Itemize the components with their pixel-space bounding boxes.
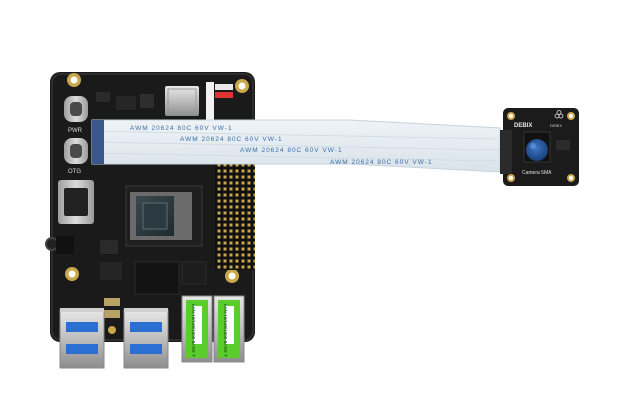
single-board-computer: PWR OTG (45, 72, 255, 369)
ribbon-print-1: AWM 20624 80C 60V VW-1 (130, 125, 233, 132)
soc-chip (125, 185, 203, 247)
ethernet-port-1: LAN-10/100/1000 BASE-T (181, 295, 213, 363)
camera-connector (500, 130, 512, 174)
ram-chip (134, 261, 180, 295)
ribbon-print-4: AWM 20624 80C 60V VW-1 (330, 159, 433, 166)
ethernet-label-2: LAN-10/100/1000 BASE-T (223, 304, 228, 357)
camera-brand-small: DEBIX (550, 123, 562, 128)
ribbon-connector-board (92, 120, 104, 164)
ribbon-print-2: AWM 20624 80C 60V VW-1 (180, 136, 283, 143)
hdmi-port (58, 180, 94, 224)
pwr-label: PWR (68, 128, 83, 134)
ethernet-port-2: LAN-10/100/1000 BASE-T (213, 295, 245, 363)
camera-brand: DEBIX (514, 123, 532, 129)
camera-module: DEBIX DEBIX Camera 5MA (500, 108, 579, 186)
wifi-module (165, 86, 199, 116)
debix-logo-icon (554, 110, 564, 119)
usb-a-port-right (123, 308, 169, 369)
otg-label: OTG (68, 169, 81, 175)
gpio-header (215, 160, 255, 270)
camera-lens (526, 139, 548, 161)
ribbon-cable: AWM 20624 80C 60V VW-1 AWM 20624 80C 60V… (91, 119, 501, 173)
button-strip (206, 82, 214, 122)
ethernet-label-1: LAN-10/100/1000 BASE-T (191, 304, 196, 357)
usb-c-port-otg (64, 138, 88, 164)
camera-model: Camera 5MA (522, 170, 552, 176)
ribbon-print-3: AWM 20624 80C 60V VW-1 (240, 147, 343, 154)
mounting-holes (65, 73, 249, 283)
usb-c-port-pwr (64, 96, 88, 122)
usb-a-port-left (59, 308, 105, 369)
